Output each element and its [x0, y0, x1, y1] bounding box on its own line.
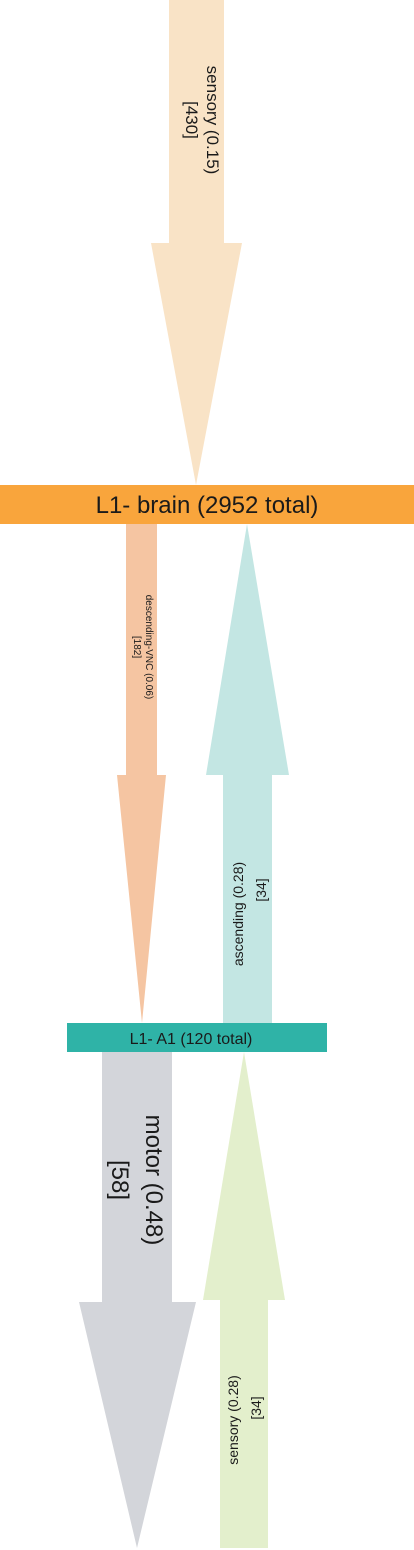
a1-node — [67, 1023, 327, 1052]
ascending-label-2: [34] — [253, 878, 269, 901]
sensory-to-a1-label-2: [34] — [248, 1396, 264, 1419]
sensory-to-a1-arrow — [203, 1052, 285, 1548]
descending-vnc-label-2: [182] — [131, 636, 142, 658]
motor-arrow — [79, 1052, 196, 1548]
descending-vnc-arrow — [117, 524, 166, 1023]
descending-vnc-label-1: descending-VNC (0.06) — [143, 595, 154, 700]
ascending-label-1: ascending (0.28) — [230, 862, 246, 966]
sensory-to-a1-label-1: sensory (0.28) — [225, 1375, 241, 1464]
sensory-to-brain-arrow — [151, 0, 242, 485]
motor-label-1: motor (0.48) — [140, 1115, 167, 1246]
sensory-to-brain-label-2: [430] — [182, 101, 201, 139]
a1-node-label: L1- A1 (120 total) — [130, 1031, 253, 1048]
motor-label-2: [58] — [106, 1160, 133, 1200]
ascending-arrow — [206, 524, 289, 1023]
sensory-to-brain-label-1: sensory (0.15) — [203, 66, 222, 175]
brain-node — [0, 485, 414, 524]
brain-node-label: L1- brain (2952 total) — [96, 492, 319, 519]
